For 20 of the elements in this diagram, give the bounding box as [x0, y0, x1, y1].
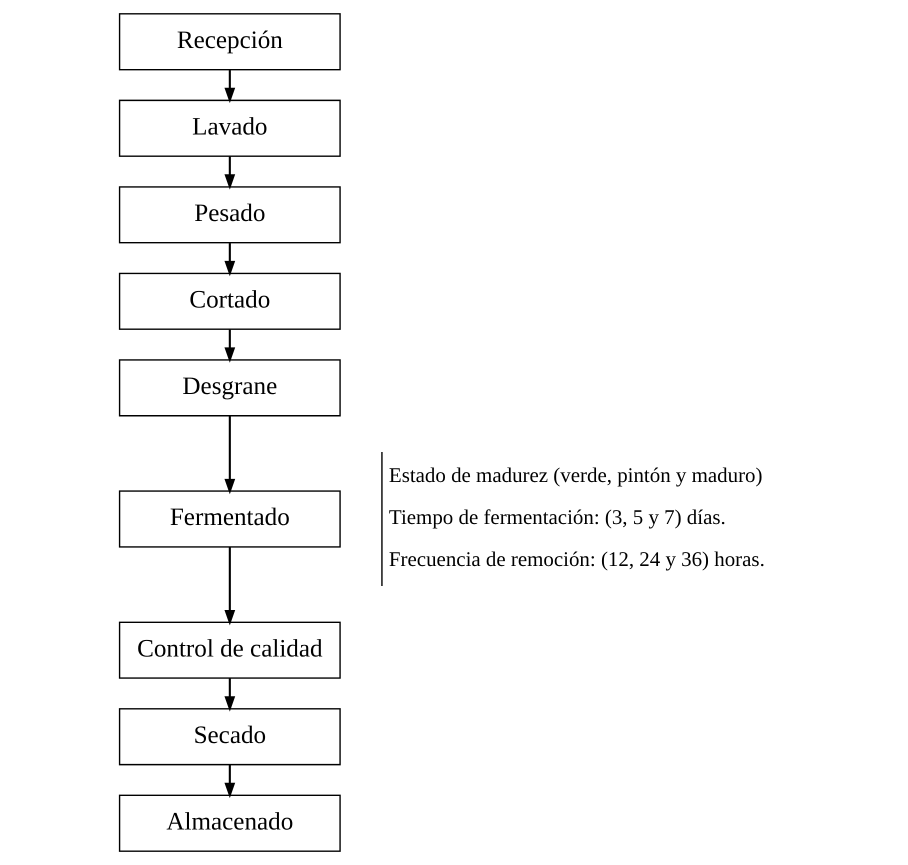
node-box: Lavado [118, 100, 340, 157]
node-box: Fermentado [118, 490, 340, 548]
arrow [224, 765, 235, 798]
node-box: Cortado [118, 272, 340, 330]
node-box: Desgrane [118, 359, 340, 416]
arrow [224, 70, 235, 104]
arrow [224, 156, 235, 190]
node-label: Estado de madurez (verde, pintón y maduro) [388, 463, 762, 488]
arrow [224, 416, 235, 494]
node-label: Frecuencia de remoción: (12, 24 y 36) horas. [388, 546, 764, 571]
node-label: Tiempo de fermentación: (3, 5 y 7) días. [388, 504, 726, 529]
arrow [224, 547, 235, 626]
arrow [224, 678, 235, 712]
node-box: Almacenado [118, 794, 340, 852]
node-box: Recepción [118, 13, 340, 70]
node-box: Secado [118, 708, 340, 766]
arrow [224, 330, 235, 363]
node-box: Pesado [118, 186, 340, 244]
arrow [224, 243, 235, 276]
node-box: Control de calidad [118, 622, 340, 679]
